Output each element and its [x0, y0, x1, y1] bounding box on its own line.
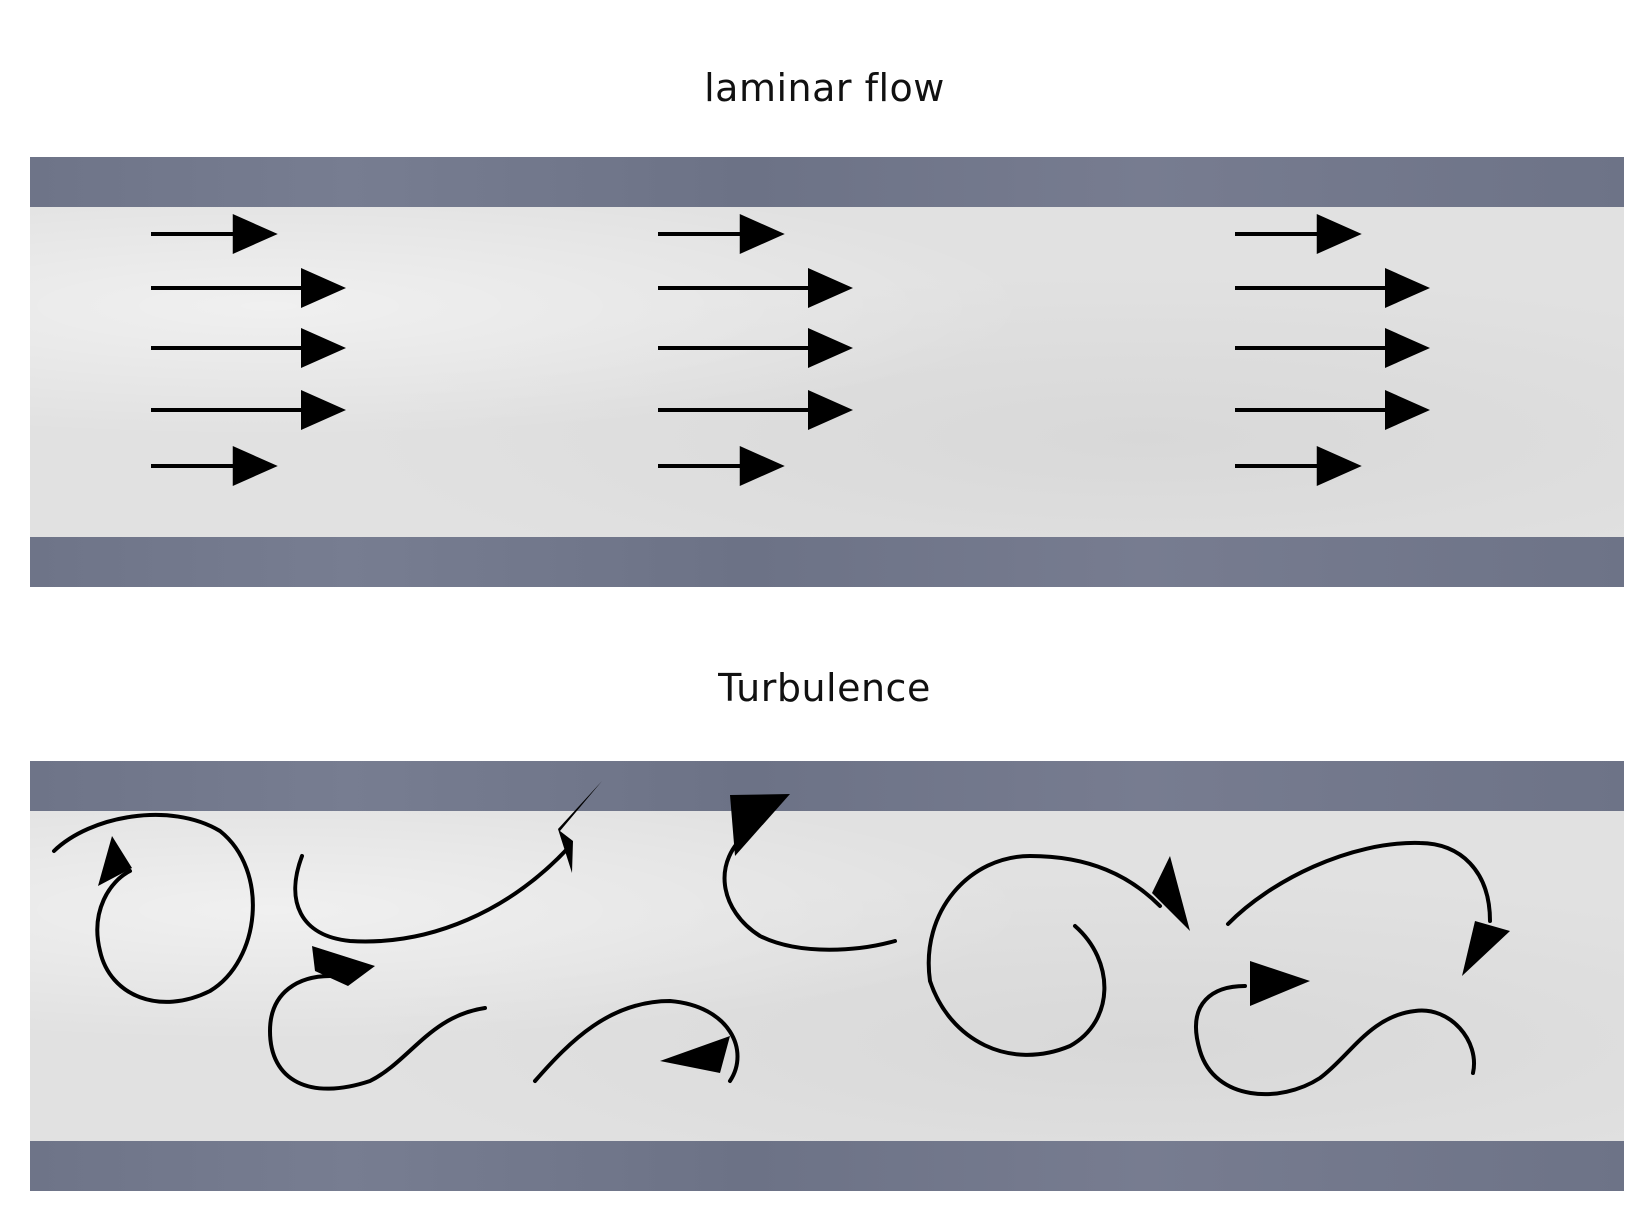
- eddy-arrow-1: [52, 812, 255, 1004]
- arrowhead: [1250, 961, 1310, 1006]
- laminar-arrowhead: [301, 328, 346, 368]
- turbulence-title: Turbulence: [718, 666, 931, 710]
- arrowhead: [660, 1036, 730, 1073]
- laminar-arrowhead: [1385, 390, 1430, 430]
- laminar-arrowhead: [808, 328, 853, 368]
- laminar-arrowhead: [232, 214, 278, 254]
- turbulent-arrows: [52, 781, 1510, 1097]
- laminar-arrowhead: [1385, 268, 1430, 308]
- pipe-wall-top: [30, 761, 1624, 811]
- laminar-arrowhead: [232, 446, 278, 486]
- eddy-arrow-7: [1226, 840, 1492, 926]
- laminar-arrowhead: [1316, 214, 1362, 254]
- arrowhead: [730, 794, 790, 856]
- laminar-arrowhead: [739, 446, 785, 486]
- eddy-arrow-8: [1194, 984, 1477, 1097]
- turbulent-pipe: [30, 761, 1624, 1191]
- arrowhead: [1462, 921, 1510, 976]
- laminar-arrowhead: [808, 390, 853, 430]
- eddy-arrow-5: [722, 829, 897, 952]
- laminar-arrows: [151, 214, 1430, 486]
- laminar-flow-title: laminar flow: [704, 66, 945, 110]
- laminar-arrowhead: [1385, 328, 1430, 368]
- laminar-arrowhead: [301, 268, 346, 308]
- pipe-wall-top: [30, 157, 1624, 207]
- eddy-arrow-4: [533, 998, 740, 1083]
- laminar-arrowhead: [301, 390, 346, 430]
- pipe-wall-bottom: [30, 537, 1624, 587]
- pipe-wall-bottom: [30, 1141, 1624, 1191]
- arrowhead: [1152, 856, 1190, 931]
- arrowhead: [312, 946, 375, 986]
- arrowhead: [98, 836, 132, 886]
- arrowhead: [558, 781, 602, 873]
- eddy-arrow-2: [293, 844, 572, 944]
- eddy-arrow-3: [267, 974, 487, 1091]
- laminar-arrowhead: [1316, 446, 1362, 486]
- laminar-arrowhead: [808, 268, 853, 308]
- eddy-arrow-6: [926, 853, 1162, 1057]
- fluid-region: [30, 811, 1624, 1141]
- laminar-pipe: [30, 157, 1624, 587]
- fluid-region: [30, 207, 1624, 537]
- laminar-arrowhead: [739, 214, 785, 254]
